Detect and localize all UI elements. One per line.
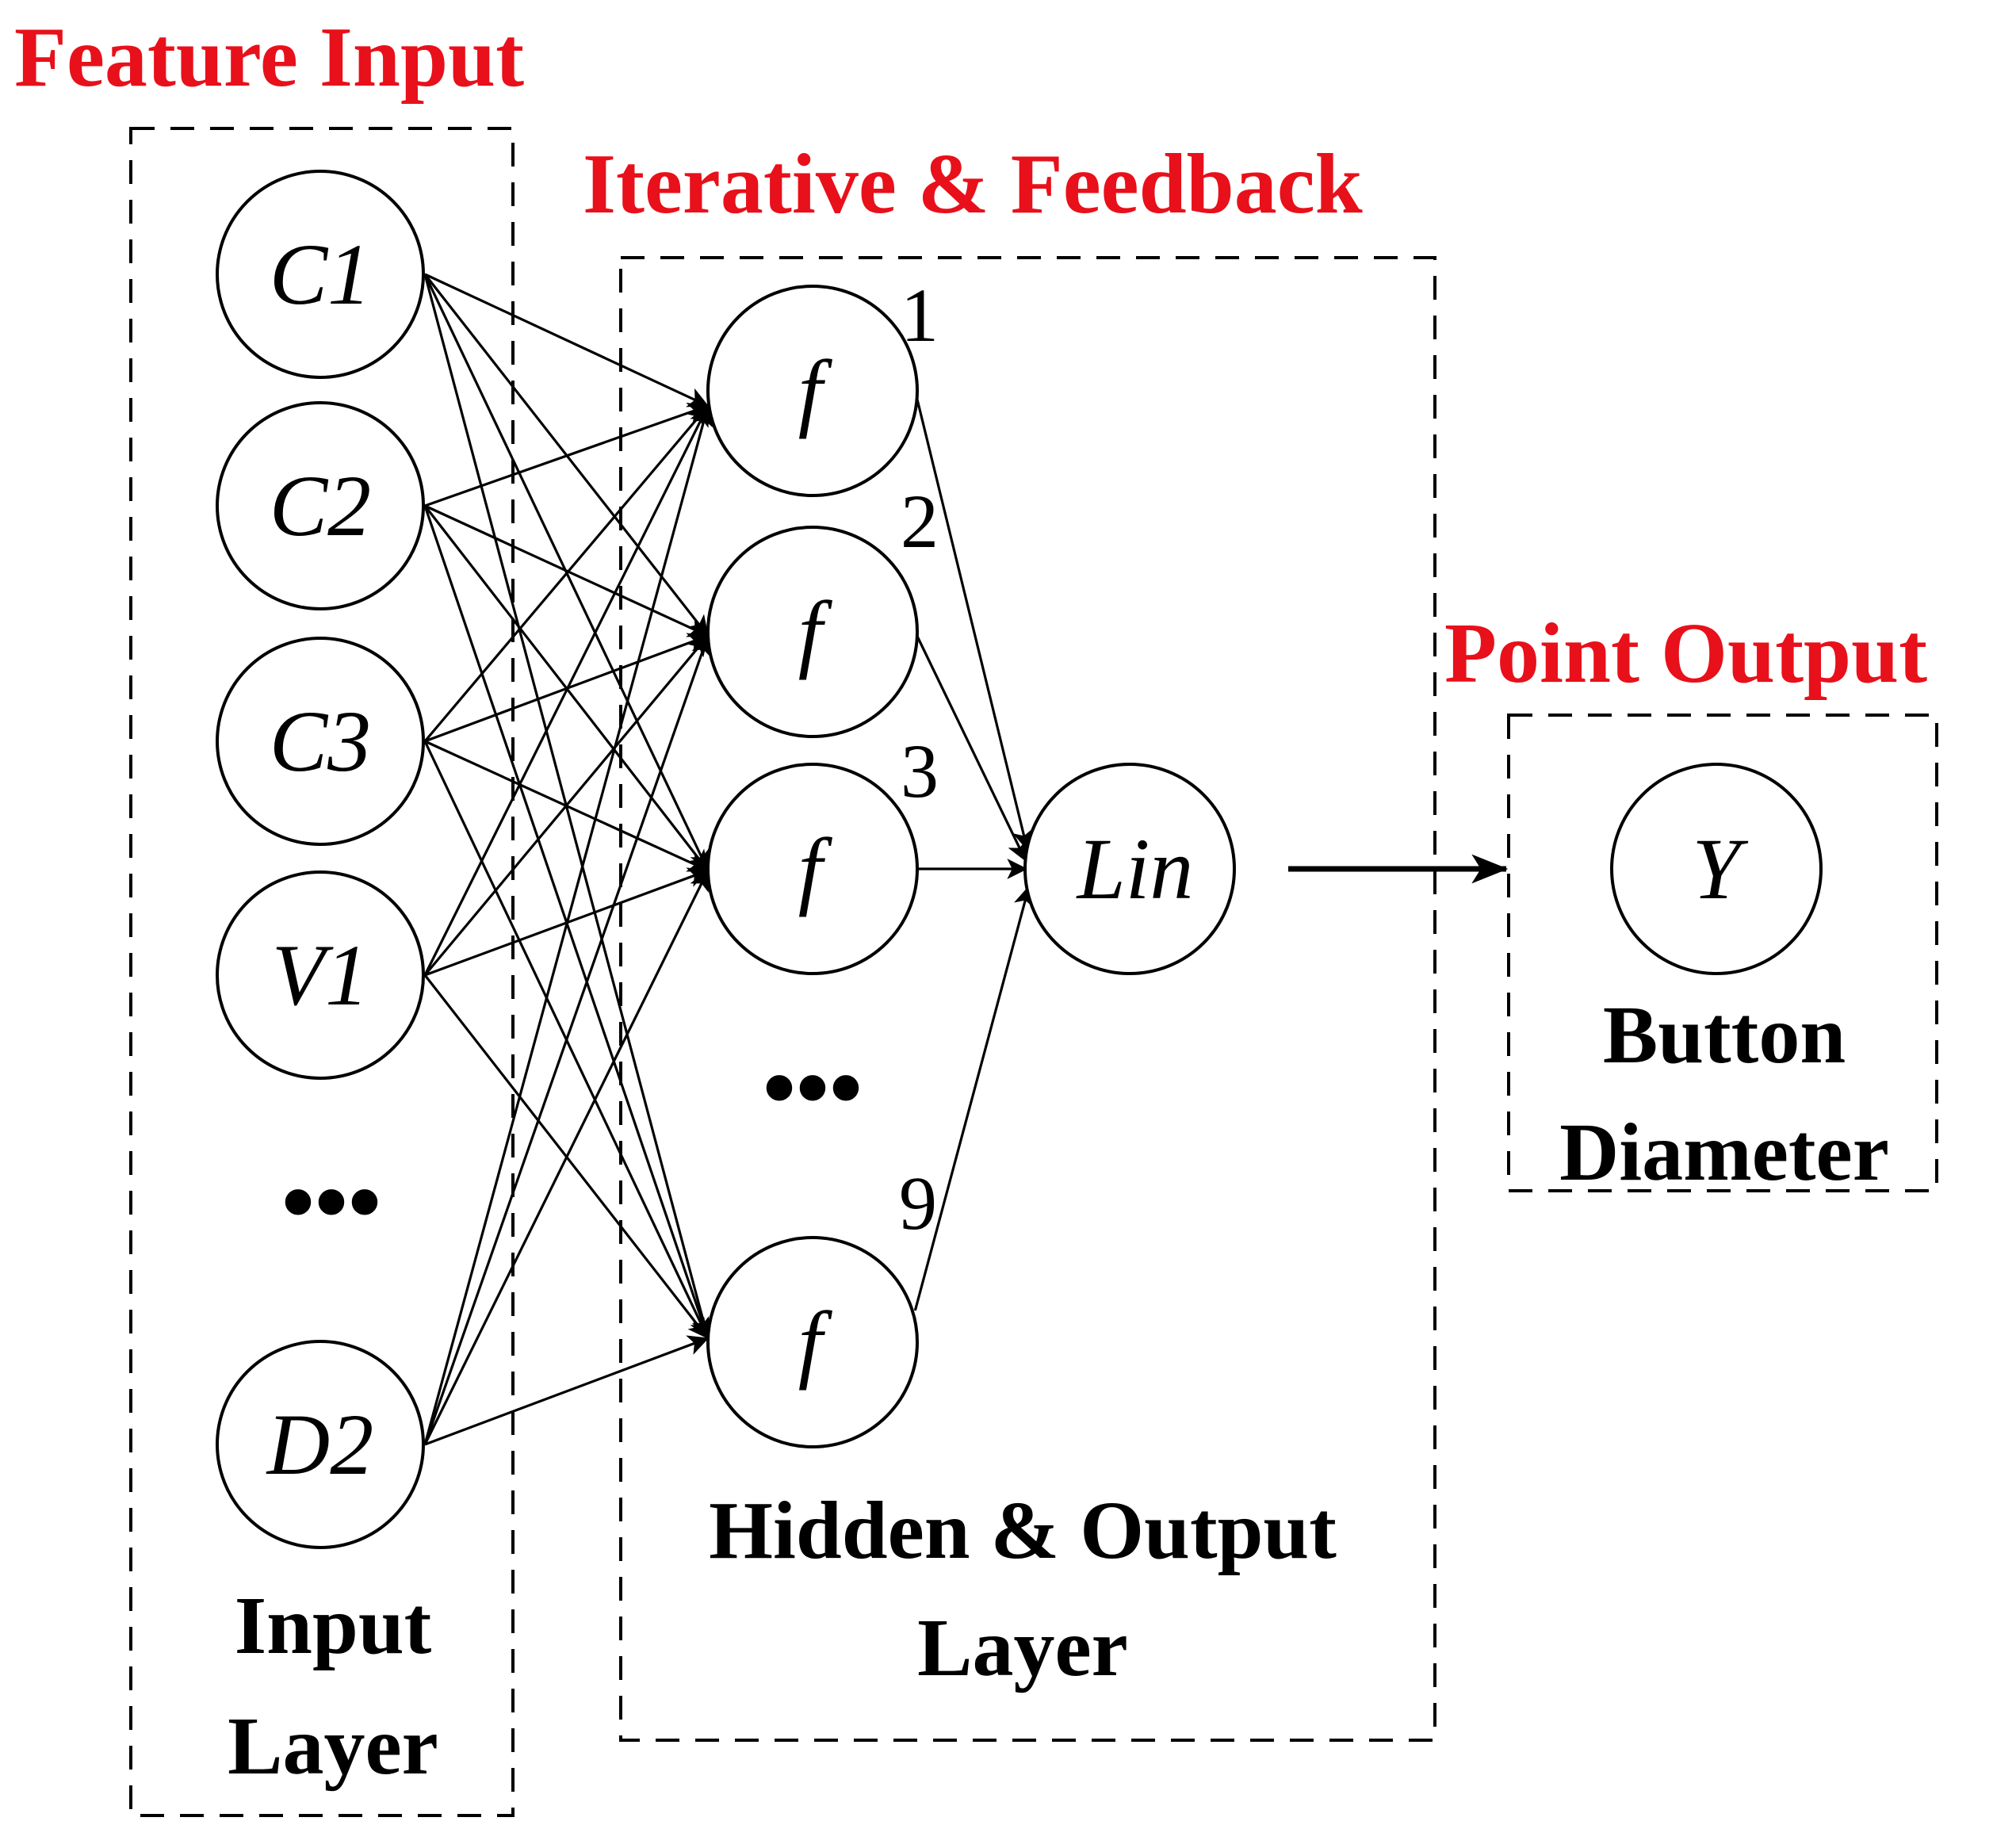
hidden-node-1: f 1	[706, 273, 939, 497]
input-node-label: D2	[266, 1396, 373, 1493]
hidden-layer-caption-line1: Hidden & Output	[709, 1485, 1337, 1576]
edge-input-3-hidden-0	[423, 404, 710, 976]
hidden-node-2: f 2	[706, 479, 939, 738]
input-layer-caption-line1: Input	[235, 1580, 432, 1671]
point-output-box	[1507, 714, 1938, 1192]
hidden-ellipsis: •••	[763, 1035, 863, 1140]
input-node-v1: V1	[216, 870, 425, 1080]
edge-input-4-hidden-0	[423, 404, 713, 1445]
edge-input-4-hidden-3	[424, 1335, 710, 1446]
output-node-y: Y	[1610, 763, 1823, 975]
edge-input-3-hidden-1	[423, 634, 710, 977]
input-node-label: V1	[272, 927, 369, 1023]
output-caption-line2: Diameter	[1559, 1107, 1889, 1198]
edge-hidden-3-lin	[913, 885, 1035, 1311]
input-node-c2: C2	[216, 401, 425, 610]
connections	[423, 273, 1509, 1446]
edge-hidden-0-lin	[913, 390, 1033, 851]
edge-hidden-1-lin	[913, 631, 1027, 863]
hidden-node-9: f 9	[706, 1161, 937, 1448]
feature-input-title: Feature Input	[14, 10, 524, 105]
input-node-c3: C3	[216, 637, 425, 846]
input-node-d2: D2	[216, 1340, 425, 1549]
iterative-feedback-title: Iterative & Feedback	[583, 137, 1363, 231]
hidden-node-3: f 3	[706, 729, 939, 975]
linear-node: Lin	[1023, 763, 1236, 975]
edge-input-2-hidden-0	[423, 404, 710, 743]
input-layer-box	[129, 127, 515, 1817]
edge-input-1-hidden-1	[424, 504, 710, 637]
edge-input-0-hidden-0	[424, 273, 710, 407]
point-output-title: Point Output	[1444, 606, 1927, 701]
input-ellipsis: •••	[281, 1149, 381, 1254]
hidden-output-layer-box	[619, 256, 1436, 1742]
edge-input-4-hidden-2	[423, 869, 710, 1445]
input-node-c1: C1	[216, 170, 425, 379]
hidden-node-index: 9	[899, 1161, 937, 1245]
hidden-node-index: 1	[901, 273, 939, 358]
hidden-layer-caption-line2: Layer	[917, 1602, 1128, 1693]
input-node-label: C1	[270, 226, 371, 323]
input-node-label: C2	[270, 457, 371, 554]
hidden-node-index: 2	[901, 479, 939, 564]
edge-input-4-hidden-1	[423, 634, 712, 1445]
hidden-node-index: 3	[901, 729, 939, 813]
edge-input-1-hidden-0	[424, 402, 710, 507]
input-node-label: C3	[270, 693, 371, 790]
output-node-label: Y	[1692, 821, 1748, 917]
linear-node-label: Lin	[1076, 821, 1194, 917]
input-layer-caption-line2: Layer	[228, 1701, 438, 1792]
output-caption-line1: Button	[1603, 989, 1846, 1081]
